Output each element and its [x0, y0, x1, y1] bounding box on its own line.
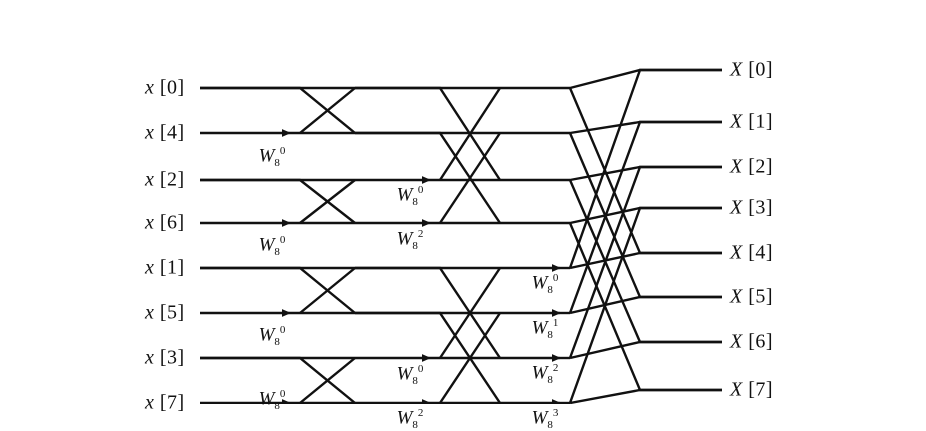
- input-label-base: x: [145, 301, 155, 324]
- twiddle-symbol: W: [396, 184, 413, 206]
- twiddle-base: 8: [412, 375, 418, 388]
- twiddle-base: 8: [274, 246, 280, 259]
- output-label-index: [3]: [748, 196, 774, 219]
- twiddle-factor-4: W80: [397, 184, 424, 208]
- twiddle-base: 8: [412, 240, 418, 253]
- input-label-index: [5]: [159, 301, 185, 324]
- output-label-3: X [3]: [730, 197, 773, 220]
- output-label-base: X: [730, 155, 743, 178]
- twiddle-base: 8: [547, 374, 553, 387]
- twiddle-factor-3: W80: [259, 388, 286, 412]
- output-label-5: X [5]: [730, 286, 773, 309]
- input-label-index: [6]: [159, 211, 185, 234]
- twiddle-exponent: 0: [417, 362, 424, 375]
- output-label-index: [1]: [748, 110, 774, 133]
- fft-butterfly-diagram: x [0]x [4]x [2]x [6]x [1]x [5]x [3]x [7]…: [145, 59, 773, 431]
- twiddle-exponent: 0: [552, 271, 559, 284]
- twiddle-exponent: 0: [279, 144, 286, 157]
- twiddle-exponent: 2: [417, 406, 424, 419]
- output-label-index: [4]: [748, 241, 774, 264]
- input-label-4: x [1]: [145, 257, 185, 280]
- input-label-base: x: [145, 346, 155, 369]
- twiddle-factor-1: W80: [259, 234, 286, 258]
- twiddle-symbol: W: [258, 145, 275, 167]
- twiddle-symbol: W: [396, 228, 413, 250]
- twiddle-symbol: W: [531, 317, 548, 339]
- twiddle-base: 8: [547, 284, 553, 297]
- input-label-index: [1]: [159, 256, 185, 279]
- output-label-index: [0]: [748, 58, 774, 81]
- twiddle-symbol: W: [396, 407, 413, 429]
- twiddle-symbol: W: [258, 324, 275, 346]
- input-label-base: x: [145, 168, 155, 191]
- twiddle-symbol: W: [531, 362, 548, 384]
- output-label-6: X [6]: [730, 331, 773, 354]
- twiddle-exponent: 0: [279, 387, 286, 400]
- input-label-index: [7]: [159, 391, 185, 414]
- input-label-index: [2]: [159, 168, 185, 191]
- output-label-index: [5]: [748, 285, 774, 308]
- twiddle-base: 8: [547, 419, 553, 431]
- twiddle-exponent: 0: [279, 233, 286, 246]
- twiddle-symbol: W: [531, 407, 548, 429]
- twiddle-symbol: W: [531, 272, 548, 294]
- twiddle-exponent: 3: [552, 406, 559, 419]
- output-label-index: [2]: [748, 155, 774, 178]
- twiddle-factor-7: W82: [397, 407, 424, 431]
- twiddle-base: 8: [274, 400, 280, 413]
- twiddle-symbol: W: [258, 388, 275, 410]
- input-label-5: x [5]: [145, 302, 185, 325]
- signal-flow-graph: [200, 68, 722, 404]
- input-label-base: x: [145, 391, 155, 414]
- output-label-base: X: [730, 285, 743, 308]
- twiddle-factor-9: W81: [532, 317, 559, 341]
- output-label-index: [6]: [748, 330, 774, 353]
- twiddle-exponent: 0: [417, 183, 424, 196]
- input-label-index: [0]: [159, 76, 185, 99]
- output-label-4: X [4]: [730, 242, 773, 265]
- twiddle-exponent: 0: [279, 323, 286, 336]
- input-label-index: [4]: [159, 121, 185, 144]
- input-label-base: x: [145, 76, 155, 99]
- input-label-7: x [7]: [145, 392, 185, 415]
- twiddle-base: 8: [274, 336, 280, 349]
- twiddle-symbol: W: [396, 363, 413, 385]
- butterfly-wires: [200, 68, 722, 404]
- twiddle-factor-11: W83: [532, 407, 559, 431]
- twiddle-exponent: 2: [552, 361, 559, 374]
- output-label-1: X [1]: [730, 111, 773, 134]
- input-label-index: [3]: [159, 346, 185, 369]
- twiddle-exponent: 2: [417, 227, 424, 240]
- twiddle-exponent: 1: [552, 316, 559, 329]
- output-label-base: X: [730, 196, 743, 219]
- input-label-base: x: [145, 211, 155, 234]
- twiddle-factor-8: W80: [532, 272, 559, 296]
- input-label-3: x [6]: [145, 212, 185, 235]
- twiddle-base: 8: [412, 419, 418, 431]
- twiddle-factor-6: W80: [397, 363, 424, 387]
- twiddle-factor-0: W80: [259, 145, 286, 169]
- twiddle-factor-5: W82: [397, 228, 424, 252]
- output-label-0: X [0]: [730, 59, 773, 82]
- output-label-2: X [2]: [730, 156, 773, 179]
- input-label-6: x [3]: [145, 347, 185, 370]
- twiddle-symbol: W: [258, 234, 275, 256]
- twiddle-factor-2: W80: [259, 324, 286, 348]
- twiddle-factor-10: W82: [532, 362, 559, 386]
- input-label-1: x [4]: [145, 122, 185, 145]
- input-label-base: x: [145, 256, 155, 279]
- output-label-base: X: [730, 330, 743, 353]
- input-label-base: x: [145, 121, 155, 144]
- output-label-base: X: [730, 378, 743, 401]
- input-label-2: x [2]: [145, 169, 185, 192]
- twiddle-base: 8: [547, 329, 553, 342]
- output-label-base: X: [730, 241, 743, 264]
- twiddle-base: 8: [274, 157, 280, 170]
- output-label-base: X: [730, 110, 743, 133]
- output-label-7: X [7]: [730, 379, 773, 402]
- output-label-index: [7]: [748, 378, 774, 401]
- input-label-0: x [0]: [145, 77, 185, 100]
- twiddle-base: 8: [412, 196, 418, 209]
- output-label-base: X: [730, 58, 743, 81]
